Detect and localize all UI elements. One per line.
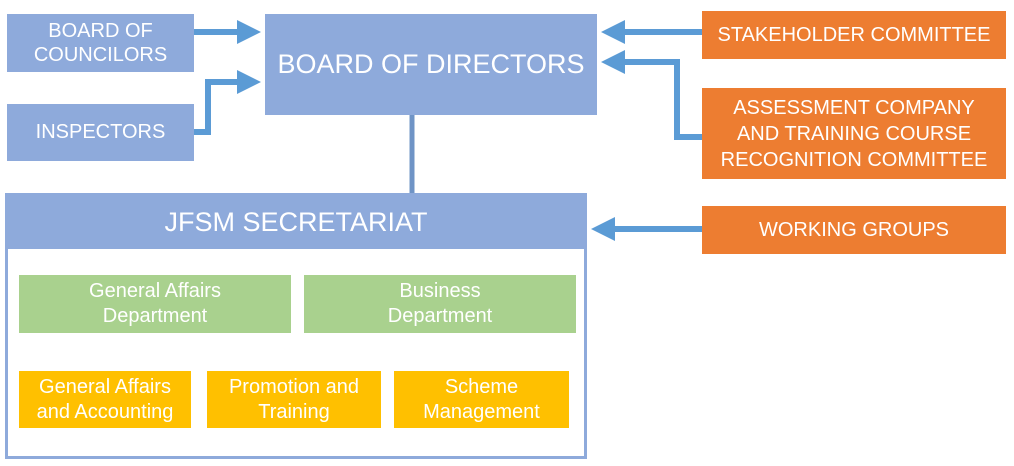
secretariat-title: JFSM SECRETARIAT <box>8 196 584 249</box>
arrow-assessment-to-directors <box>601 50 702 140</box>
inspectors-box: INSPECTORS <box>7 104 194 161</box>
stakeholder-committee-box: STAKEHOLDER COMMITTEE <box>702 11 1006 59</box>
board-of-directors-box: BOARD OF DIRECTORS <box>265 14 597 115</box>
business-department-box: Business Department <box>304 275 576 333</box>
promotion-training-box: Promotion and Training <box>207 371 381 428</box>
working-groups-box: WORKING GROUPS <box>702 206 1006 254</box>
assessment-committee-box: ASSESSMENT COMPANY AND TRAINING COURSE R… <box>702 88 1006 179</box>
general-affairs-department-box: General Affairs Department <box>19 275 291 333</box>
arrow-inspectors-to-directors <box>194 70 261 135</box>
board-of-councilors-box: BOARD OF COUNCILORS <box>7 14 194 72</box>
scheme-management-box: Scheme Management <box>394 371 569 428</box>
general-affairs-accounting-box: General Affairs and Accounting <box>19 371 191 428</box>
